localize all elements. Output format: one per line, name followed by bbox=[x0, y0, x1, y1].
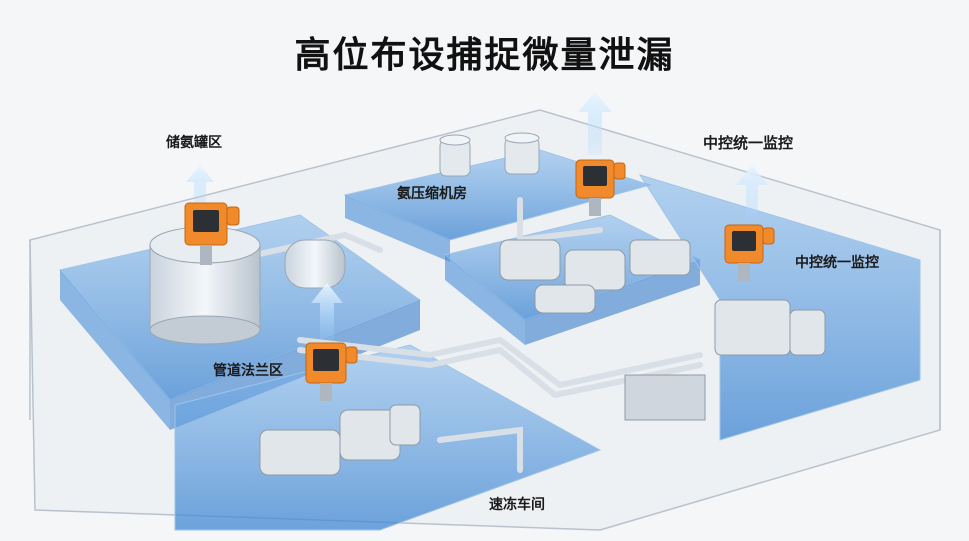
up-arrow-icon bbox=[186, 165, 214, 205]
label-quick-freeze: 速冻车间 bbox=[489, 497, 545, 513]
page-title: 高位布设捕捉微量泄漏 bbox=[294, 35, 675, 76]
detector-icon bbox=[184, 202, 240, 265]
compressor-vessels bbox=[439, 132, 540, 177]
detector-icon bbox=[575, 159, 626, 216]
label-pipe-flange: 管道法兰区 bbox=[213, 363, 283, 379]
center-machinery bbox=[499, 239, 691, 314]
label-control-top: 中控统一监控 bbox=[703, 134, 794, 152]
up-arrow-icon bbox=[736, 165, 768, 222]
detector-icon bbox=[305, 342, 358, 401]
up-arrow-icon bbox=[578, 92, 612, 155]
front-machinery bbox=[259, 404, 421, 476]
label-control-side: 中控统一监控 bbox=[795, 255, 879, 271]
label-ammonia-tank: 储氨罐区 bbox=[166, 135, 222, 151]
control-machinery bbox=[624, 299, 826, 421]
up-arrow-icon bbox=[311, 283, 343, 340]
detector-icon bbox=[724, 224, 775, 281]
label-compressor-room: 氨压缩机房 bbox=[397, 186, 467, 202]
